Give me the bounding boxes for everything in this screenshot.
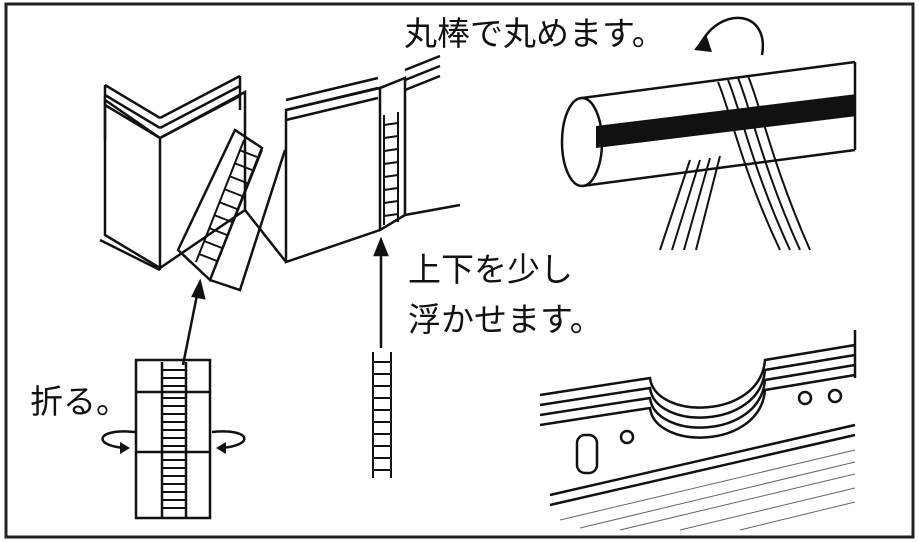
rod-band <box>596 94 855 148</box>
up-arrow-icon <box>181 278 206 366</box>
fold-piece-rungs <box>162 369 186 509</box>
ground-hatching <box>559 449 856 531</box>
twist-arrow-icon <box>101 430 246 450</box>
rotation-arrow-icon <box>698 16 765 56</box>
folded-ladder <box>195 139 263 271</box>
outer-border <box>4 2 915 539</box>
wrapped-strip <box>659 75 811 251</box>
lift-instruction-label-line2: 浮かせます。 <box>408 300 603 339</box>
fence-corner-figure <box>99 54 461 292</box>
lift-instruction-label-line1: 上下を少し <box>408 250 573 289</box>
slot-ladder <box>383 112 399 225</box>
ladder-strip <box>372 352 392 478</box>
roll-instruction-label: 丸棒で丸めます。 <box>404 14 665 53</box>
up-arrow-icon <box>373 236 389 348</box>
arched-fence <box>539 330 857 507</box>
fold-instruction-label: 折る。 <box>30 382 129 421</box>
